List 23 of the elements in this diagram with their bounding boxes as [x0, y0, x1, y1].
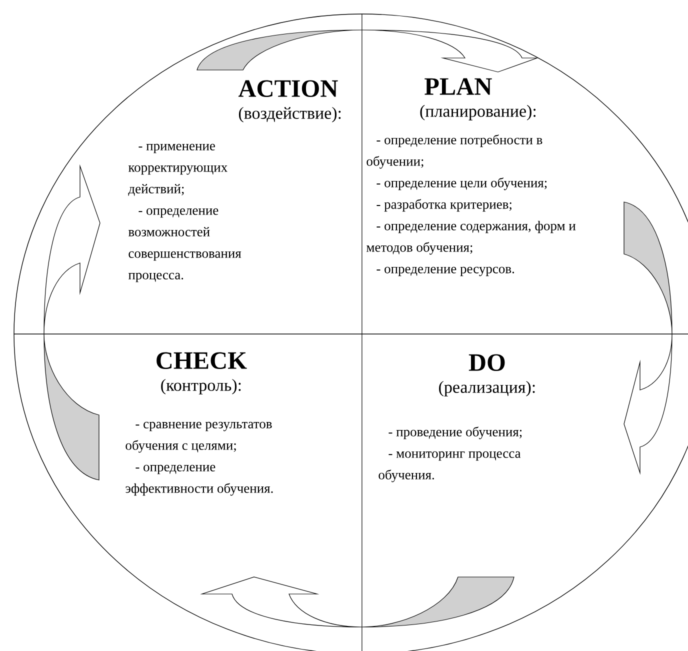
- bullet-text: - определение содержания, форм и методов обучения;: [366, 220, 576, 255]
- curved-arrow: [202, 576, 514, 628]
- curved-arrow: [196, 30, 538, 72]
- bullet-text: - определение потребности в обучении;: [366, 134, 542, 169]
- bullet-text: - определение ресурсов.: [376, 266, 514, 276]
- bullet-text: - сравнение результатов обучения с целями;: [126, 422, 272, 453]
- phase-title: DO: [468, 354, 505, 371]
- bullet-text: - мониторинг процесса обучения.: [378, 451, 521, 482]
- phase-subtitle: (воздействие):: [238, 106, 341, 122]
- phase-title: CHECK: [156, 352, 247, 369]
- phase-subtitle: (реализация):: [439, 380, 535, 396]
- phase-subtitle: (контроль):: [161, 378, 241, 394]
- bullet-text: - определение цели обучения;: [376, 178, 547, 190]
- phase-title: ACTION: [238, 80, 338, 97]
- curved-arrow: [44, 166, 100, 480]
- bullet-text: - проведение обучения;: [388, 426, 522, 440]
- bullet-text: - определение возможностей совершенствования процесса.: [128, 208, 242, 282]
- bullet-text: - применение корректирующих действий;: [128, 144, 228, 196]
- bullet-text: - разработка критериев;: [376, 199, 512, 212]
- phase-title: PLAN: [424, 78, 492, 95]
- phase-subtitle: (планирование):: [420, 104, 536, 120]
- curved-arrow: [624, 202, 672, 474]
- bullet-text: - определение эффективности обучения.: [126, 464, 273, 496]
